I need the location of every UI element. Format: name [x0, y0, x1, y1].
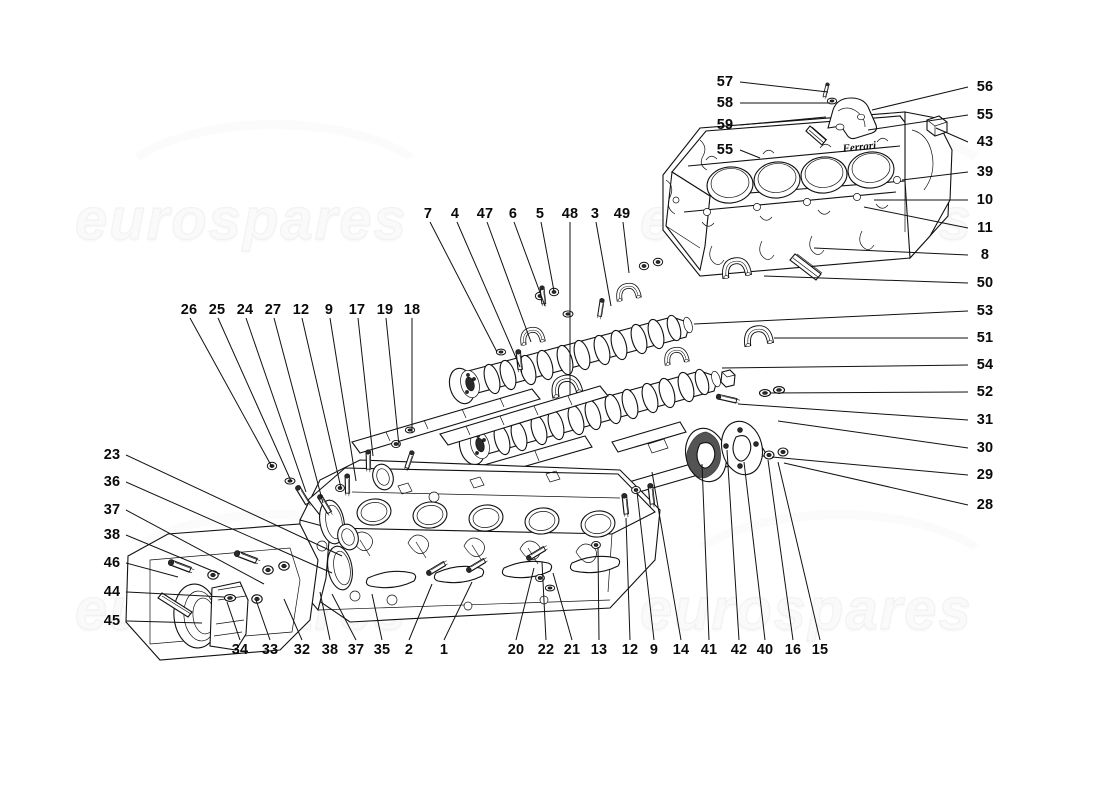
callout-number-38[interactable]: 38: [103, 527, 121, 543]
callout-number-32[interactable]: 32: [293, 642, 311, 658]
callout-number-20[interactable]: 20: [507, 642, 525, 658]
callout-number-59[interactable]: 59: [716, 117, 734, 133]
callout-number-37[interactable]: 37: [347, 642, 365, 658]
callout-number-31[interactable]: 31: [976, 412, 994, 428]
callout-number-52[interactable]: 52: [976, 384, 994, 400]
port-bosses: [356, 498, 616, 538]
callout-number-16[interactable]: 16: [784, 642, 802, 658]
bearing-cap-51: [741, 323, 775, 348]
callout-number-37[interactable]: 37: [103, 502, 121, 518]
callout-number-13[interactable]: 13: [590, 642, 608, 658]
valve-cover-assembly: Ferrari: [662, 111, 953, 277]
callout-number-22[interactable]: 22: [537, 642, 555, 658]
callout-number-42[interactable]: 42: [730, 642, 748, 658]
callout-number-36[interactable]: 36: [103, 474, 121, 490]
callout-number-56[interactable]: 56: [976, 79, 994, 95]
camshaft-lower: [458, 368, 736, 466]
callout-number-53[interactable]: 53: [976, 303, 994, 319]
seal-bore: [173, 581, 249, 651]
callout-number-6[interactable]: 6: [508, 206, 518, 222]
callout-number-51[interactable]: 51: [976, 330, 994, 346]
callout-number-46[interactable]: 46: [103, 555, 121, 571]
front-timing-housing: [125, 523, 319, 661]
callout-number-49[interactable]: 49: [613, 206, 631, 222]
sprocket-rings: [684, 386, 789, 483]
callout-number-29[interactable]: 29: [976, 467, 994, 483]
callout-number-57[interactable]: 57: [716, 74, 734, 90]
camshaft-upper: [448, 314, 693, 405]
leader-lines: [125, 81, 969, 641]
watermark-arc: [100, 510, 448, 678]
callout-number-48[interactable]: 48: [561, 206, 579, 222]
callout-number-43[interactable]: 43: [976, 134, 994, 150]
cam-lobes-upper: [483, 314, 682, 395]
callout-number-9[interactable]: 9: [324, 302, 334, 318]
callout-number-55[interactable]: 55: [716, 142, 734, 158]
callout-number-33[interactable]: 33: [261, 642, 279, 658]
callout-number-2[interactable]: 2: [404, 642, 414, 658]
callout-number-35[interactable]: 35: [373, 642, 391, 658]
callout-number-5[interactable]: 5: [535, 206, 545, 222]
callout-number-4[interactable]: 4: [450, 206, 460, 222]
top-bracket-assembly: [805, 81, 948, 146]
callout-number-15[interactable]: 15: [811, 642, 829, 658]
callout-number-25[interactable]: 25: [208, 302, 226, 318]
callout-number-17[interactable]: 17: [348, 302, 366, 318]
callout-number-47[interactable]: 47: [476, 206, 494, 222]
watermark-arc: [100, 120, 448, 288]
callout-number-3[interactable]: 3: [590, 206, 600, 222]
cover-openings: [706, 151, 895, 204]
callout-number-40[interactable]: 40: [756, 642, 774, 658]
callout-number-27[interactable]: 27: [264, 302, 282, 318]
watermark-text: eurospares: [74, 186, 408, 252]
callout-number-12[interactable]: 12: [621, 642, 639, 658]
cam-lobes-lower: [493, 368, 710, 456]
callout-number-41[interactable]: 41: [700, 642, 718, 658]
callout-number-11[interactable]: 11: [977, 220, 993, 236]
callout-number-9[interactable]: 9: [649, 642, 659, 658]
callout-number-44[interactable]: 44: [103, 584, 121, 600]
callout-number-50[interactable]: 50: [976, 275, 994, 291]
fasteners: [266, 257, 690, 592]
callout-number-26[interactable]: 26: [180, 302, 198, 318]
callout-number-30[interactable]: 30: [976, 440, 994, 456]
callout-number-8[interactable]: 8: [980, 247, 990, 263]
callout-number-10[interactable]: 10: [976, 192, 994, 208]
watermark-arc: [665, 510, 1013, 678]
callout-number-39[interactable]: 39: [976, 164, 994, 180]
callout-number-23[interactable]: 23: [103, 447, 121, 463]
callout-number-7[interactable]: 7: [423, 206, 433, 222]
watermark-text: eurospares: [639, 576, 973, 642]
callout-number-18[interactable]: 18: [403, 302, 421, 318]
callout-number-14[interactable]: 14: [672, 642, 690, 658]
callout-number-28[interactable]: 28: [976, 497, 994, 513]
callout-number-38[interactable]: 38: [321, 642, 339, 658]
callout-number-21[interactable]: 21: [563, 642, 581, 658]
callout-number-54[interactable]: 54: [976, 357, 994, 373]
callout-number-12[interactable]: 12: [292, 302, 310, 318]
cam-drive-flange-upper: [448, 367, 480, 405]
callout-number-19[interactable]: 19: [376, 302, 394, 318]
stud-8: [789, 253, 823, 281]
callout-number-45[interactable]: 45: [103, 613, 121, 629]
callout-number-58[interactable]: 58: [716, 95, 734, 111]
callout-number-34[interactable]: 34: [231, 642, 249, 658]
callout-number-24[interactable]: 24: [236, 302, 254, 318]
callout-number-1[interactable]: 1: [439, 642, 449, 658]
callout-number-55[interactable]: 55: [976, 107, 994, 123]
